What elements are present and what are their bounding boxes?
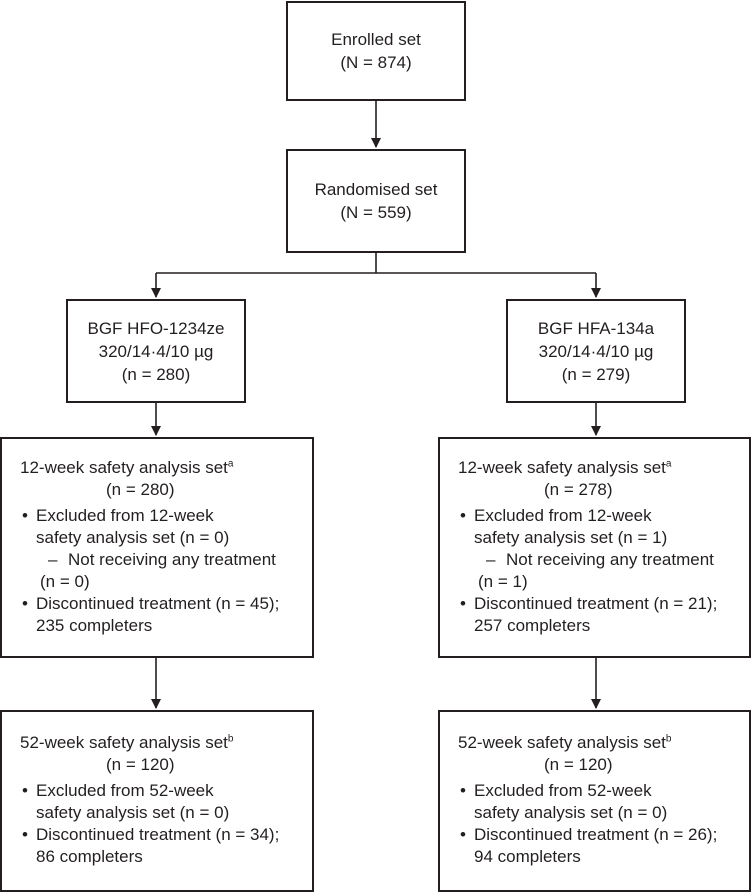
left-52wk-title-line: 52-week safety analysis setb bbox=[2, 732, 312, 754]
left-52wk-discontinued-line1: Discontinued treatment (n = 34); bbox=[36, 825, 280, 844]
left-52wk-safety-box: 52-week safety analysis setb (n = 120) •… bbox=[0, 710, 314, 892]
bullet-icon: • bbox=[460, 506, 466, 525]
left-52wk-excluded-line1: Excluded from 52-week bbox=[36, 781, 214, 800]
right-52wk-title-line: 52-week safety analysis setb bbox=[440, 732, 749, 754]
left-12wk-list: • Excluded from 12-week safety analysis … bbox=[2, 505, 312, 637]
dash-icon: – bbox=[486, 550, 496, 569]
left-52wk-count: (n = 120) bbox=[106, 755, 175, 774]
right-52wk-excluded-line2: safety analysis set (n = 0) bbox=[474, 803, 668, 822]
enrolled-set-count: (N = 874) bbox=[340, 53, 412, 72]
right-arm-name: BGF HFA-134a bbox=[537, 318, 655, 338]
left-52wk-discontinued-line2: 86 completers bbox=[36, 847, 143, 866]
right-12wk-excluded-line2: safety analysis set (n = 1) bbox=[474, 528, 668, 547]
right-arm-dose: 320/14·4/10 µg bbox=[538, 341, 654, 361]
bullet-icon: • bbox=[460, 825, 466, 844]
left-52wk-footnote: b bbox=[227, 733, 234, 745]
left-12wk-excluded-line1: Excluded from 12-week bbox=[36, 506, 214, 525]
randomised-set-label: Randomised set bbox=[314, 180, 438, 199]
bullet-icon: • bbox=[460, 781, 466, 800]
right-52wk-discontinued-item: • Discontinued treatment (n = 26); 94 co… bbox=[440, 824, 749, 868]
right-52wk-excluded-line1: Excluded from 52-week bbox=[474, 781, 652, 800]
left-52wk-excluded-line2: safety analysis set (n = 0) bbox=[36, 803, 230, 822]
right-12wk-excluded-item: • Excluded from 12-week safety analysis … bbox=[440, 505, 749, 549]
left-52wk-list: • Excluded from 52-week safety analysis … bbox=[2, 780, 312, 868]
right-12wk-safety-box: 12-week safety analysis seta (n = 278) •… bbox=[438, 437, 751, 658]
left-52wk-excluded-item: • Excluded from 52-week safety analysis … bbox=[2, 780, 312, 824]
left-12wk-no-treatment-line1: Not receiving any treatment bbox=[68, 550, 276, 569]
left-12wk-title: 12-week safety analysis set bbox=[20, 458, 228, 477]
right-12wk-footnote: a bbox=[665, 458, 672, 470]
right-12wk-excluded-line1: Excluded from 12-week bbox=[474, 506, 652, 525]
right-12wk-no-treatment-line1: Not receiving any treatment bbox=[506, 550, 714, 569]
bullet-icon: • bbox=[22, 781, 28, 800]
right-52wk-discontinued-line2: 94 completers bbox=[474, 847, 581, 866]
randomised-set-count: (N = 559) bbox=[340, 203, 412, 222]
left-52wk-title: 52-week safety analysis set bbox=[20, 733, 228, 752]
right-12wk-discontinued-item: • Discontinued treatment (n = 21); 257 c… bbox=[440, 593, 749, 637]
right-12wk-count: (n = 278) bbox=[544, 480, 613, 499]
left-12wk-title-line: 12-week safety analysis seta bbox=[2, 457, 312, 479]
randomised-set-box: Randomised set (N = 559) bbox=[286, 149, 466, 253]
right-52wk-list: • Excluded from 52-week safety analysis … bbox=[440, 780, 749, 868]
bullet-icon: • bbox=[22, 506, 28, 525]
right-12wk-discontinued-line2: 257 completers bbox=[474, 616, 591, 635]
left-arm-box: BGF HFO-1234ze 320/14·4/10 µg (n = 280) bbox=[66, 299, 246, 403]
right-12wk-list: • Excluded from 12-week safety analysis … bbox=[440, 505, 749, 637]
right-12wk-discontinued-line1: Discontinued treatment (n = 21); bbox=[474, 594, 718, 613]
right-52wk-excluded-item: • Excluded from 52-week safety analysis … bbox=[440, 780, 749, 824]
right-arm-count: (n = 279) bbox=[561, 364, 631, 384]
left-12wk-count: (n = 280) bbox=[106, 480, 175, 499]
right-52wk-safety-box: 52-week safety analysis setb (n = 120) •… bbox=[438, 710, 751, 892]
right-52wk-title: 52-week safety analysis set bbox=[458, 733, 666, 752]
left-arm-name: BGF HFO-1234ze bbox=[87, 318, 225, 338]
right-52wk-count: (n = 120) bbox=[544, 755, 613, 774]
bullet-icon: • bbox=[22, 594, 28, 613]
left-12wk-safety-box: 12-week safety analysis seta (n = 280) •… bbox=[0, 437, 314, 658]
left-12wk-no-treatment-item: – Not receiving any treatment (n = 0) bbox=[2, 549, 312, 593]
left-12wk-discontinued-line1: Discontinued treatment (n = 45); bbox=[36, 594, 280, 613]
bullet-icon: • bbox=[460, 594, 466, 613]
enrolled-set-label: Enrolled set bbox=[331, 30, 421, 49]
bullet-icon: • bbox=[22, 825, 28, 844]
right-52wk-footnote: b bbox=[665, 733, 672, 745]
left-12wk-excluded-item: • Excluded from 12-week safety analysis … bbox=[2, 505, 312, 549]
left-12wk-discontinued-item: • Discontinued treatment (n = 45); 235 c… bbox=[2, 593, 312, 637]
right-12wk-no-treatment-item: – Not receiving any treatment (n = 1) bbox=[440, 549, 749, 593]
left-12wk-no-treatment-line2: (n = 0) bbox=[40, 572, 90, 591]
right-12wk-title-line: 12-week safety analysis seta bbox=[440, 457, 749, 479]
left-arm-dose: 320/14·4/10 µg bbox=[98, 341, 214, 361]
right-12wk-no-treatment-line2: (n = 1) bbox=[478, 572, 528, 591]
right-arm-box: BGF HFA-134a 320/14·4/10 µg (n = 279) bbox=[506, 299, 686, 403]
right-12wk-title: 12-week safety analysis set bbox=[458, 458, 666, 477]
left-12wk-discontinued-line2: 235 completers bbox=[36, 616, 153, 635]
left-52wk-discontinued-item: • Discontinued treatment (n = 34); 86 co… bbox=[2, 824, 312, 868]
left-12wk-excluded-line2: safety analysis set (n = 0) bbox=[36, 528, 230, 547]
left-arm-count: (n = 280) bbox=[121, 364, 191, 384]
enrolled-set-box: Enrolled set (N = 874) bbox=[286, 1, 466, 101]
right-52wk-discontinued-line1: Discontinued treatment (n = 26); bbox=[474, 825, 718, 844]
dash-icon: – bbox=[48, 550, 58, 569]
left-12wk-footnote: a bbox=[227, 458, 234, 470]
